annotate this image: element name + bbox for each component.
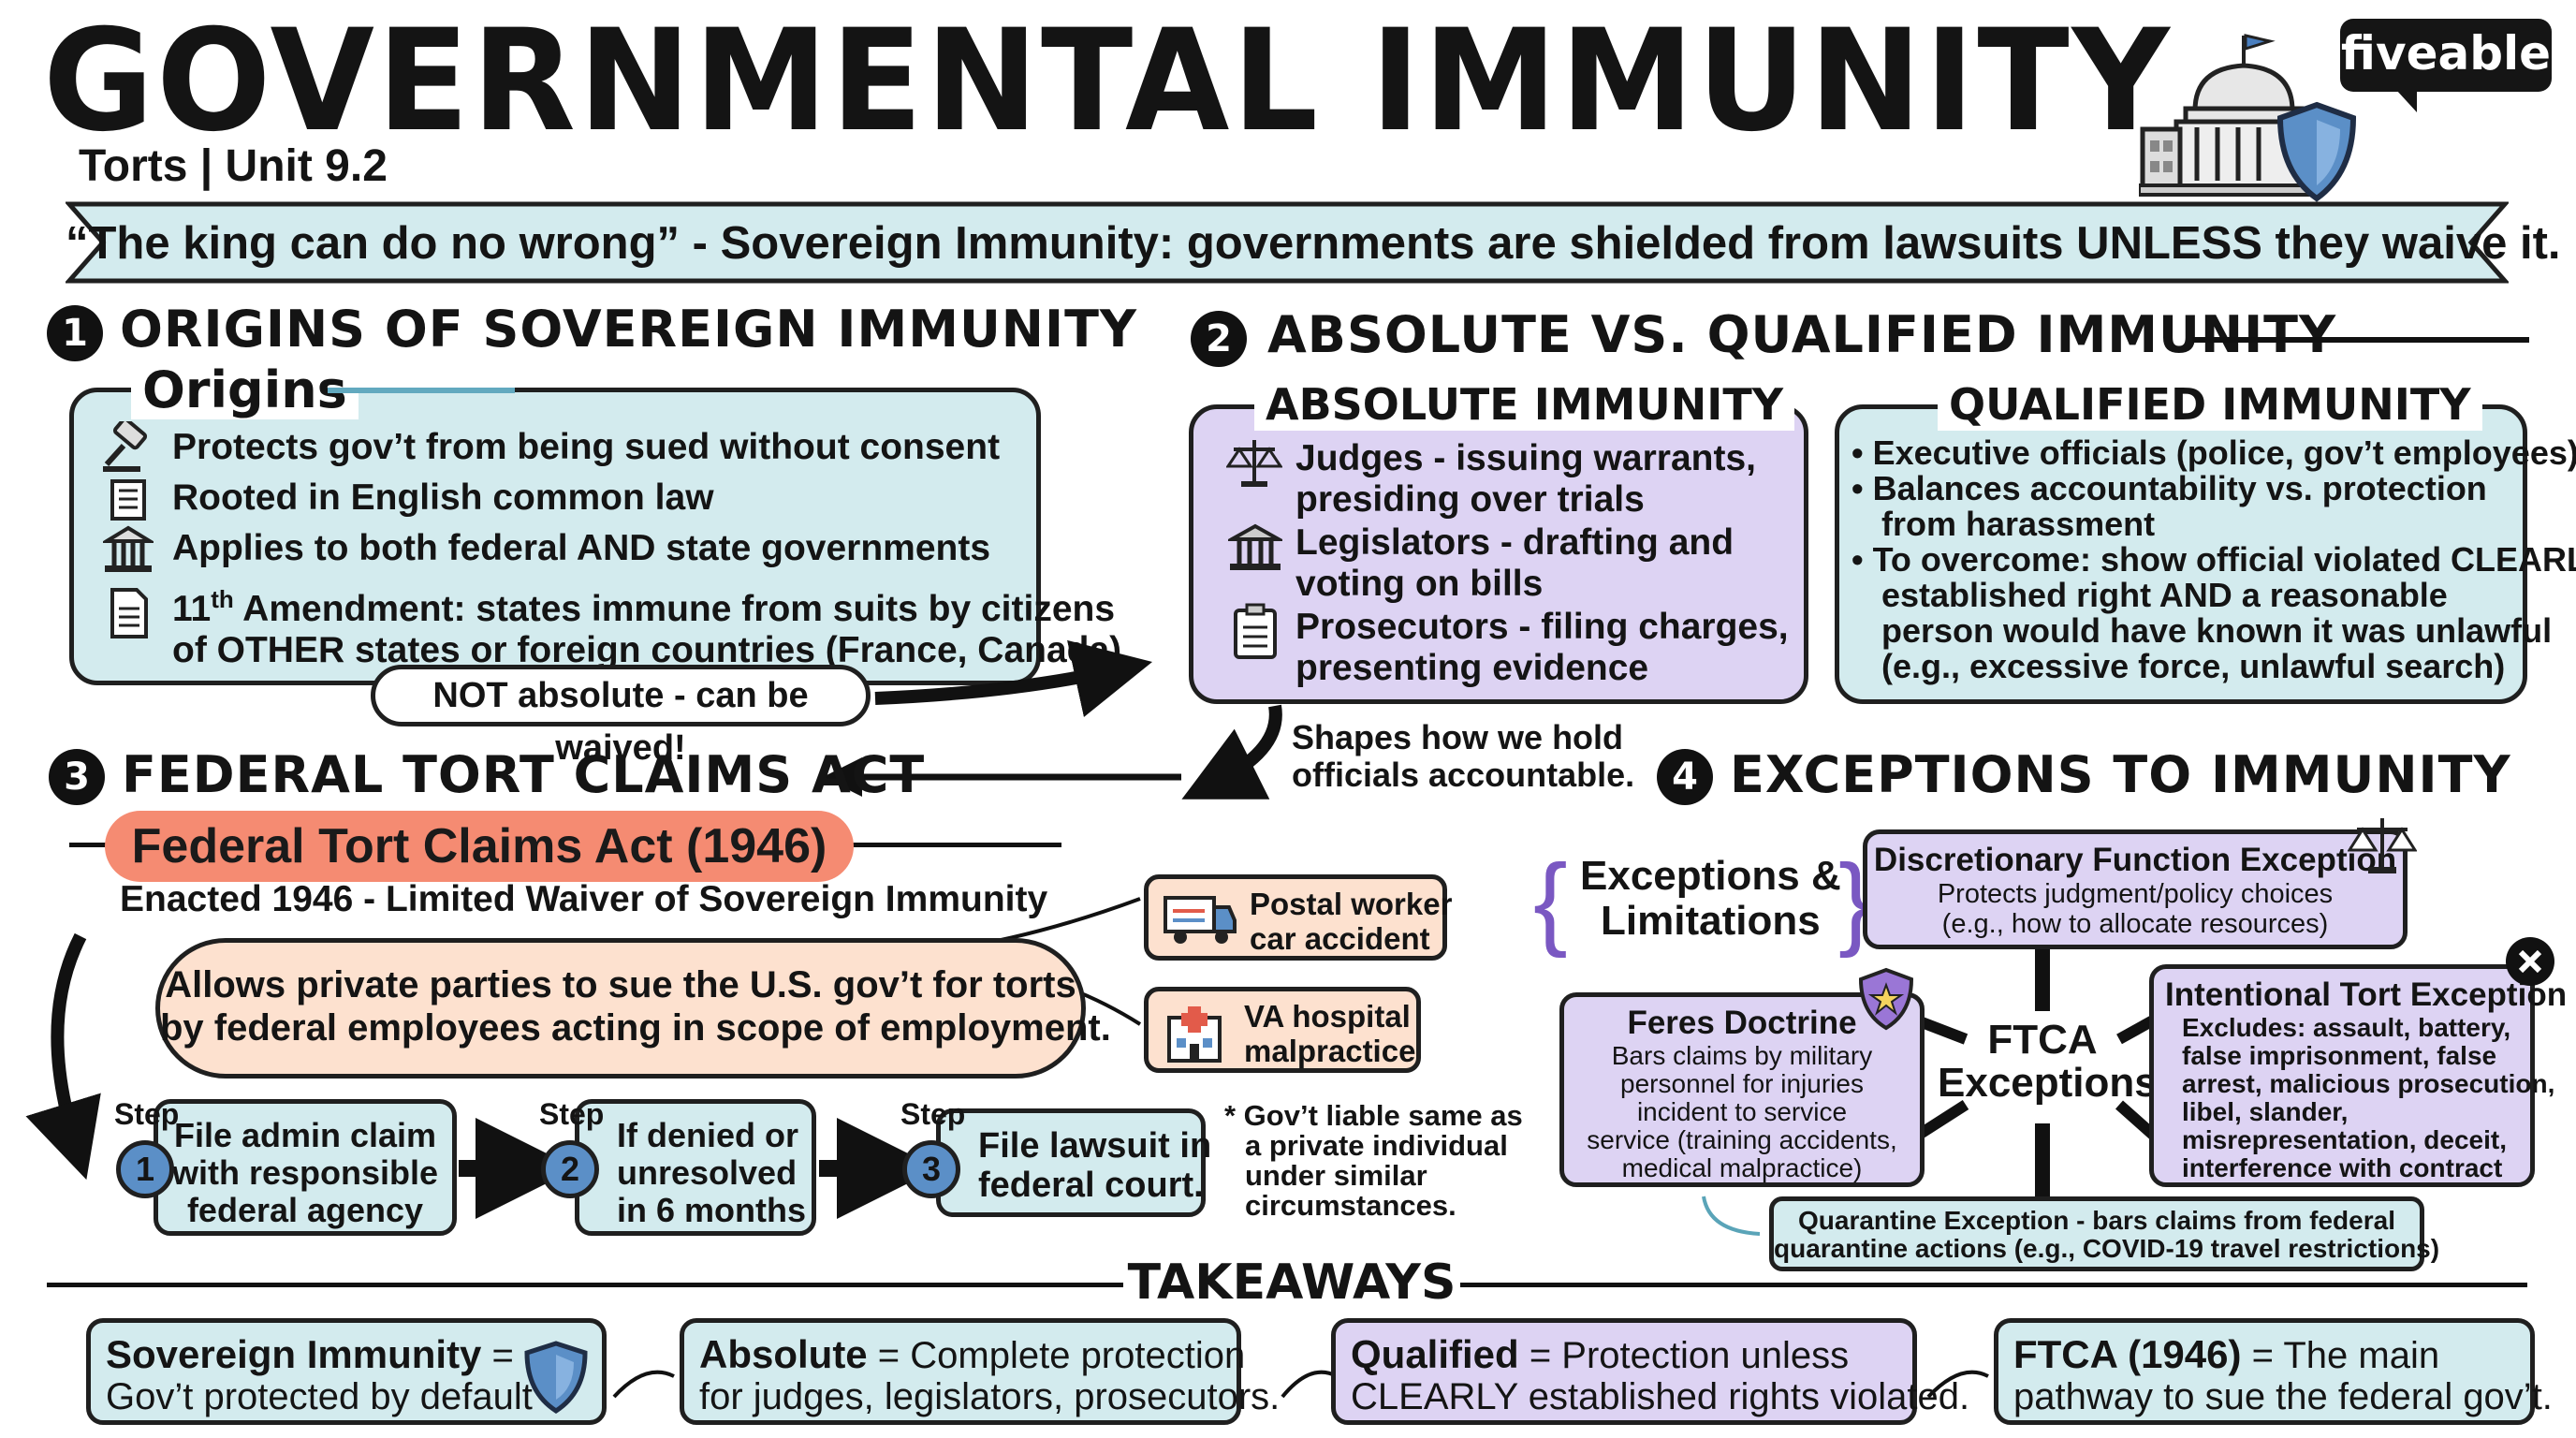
absolute-item-prosecutors: Prosecutors - filing charges, presenting…	[1295, 607, 1789, 688]
origins-box	[69, 388, 1041, 685]
origins-item-1: Protects gov’t from being sued without c…	[172, 427, 1001, 467]
example-va-hospital: VA hospital malpractice	[1144, 987, 1421, 1073]
ftca-cloud: Allows private parties to sue the U.S. g…	[155, 938, 1111, 1078]
absolute-item-judges: Judges - issuing warrants, presiding ove…	[1295, 438, 1756, 520]
takeaways-rule-right	[1460, 1283, 2527, 1287]
step-2-number: 2	[541, 1140, 599, 1198]
clipboard-icon	[1232, 603, 1279, 661]
step-3-box: File lawsuit in federal court.	[936, 1108, 1211, 1217]
intentional-tort-box: Intentional Tort Exception Excludes: ass…	[2149, 964, 2567, 1187]
section-3-title: FEDERAL TORT CLAIMS ACT	[122, 745, 926, 804]
fiveable-logo: fiveable	[2340, 19, 2552, 112]
liability-note: * Gov’t liable same as a private individ…	[1224, 1099, 1523, 1222]
section-4-title: EXCEPTIONS TO IMMUNITY	[1730, 745, 2511, 804]
accountability-note: Shapes how we hold officials accountable…	[1292, 718, 1635, 794]
document-icon	[107, 586, 152, 640]
gavel-icon	[101, 421, 154, 474]
hospital-icon	[1162, 1001, 1227, 1066]
qualified-list: • Executive officials (police, gov’t emp…	[1852, 433, 2576, 685]
takeaways-rule-left	[47, 1283, 1123, 1287]
step-1-number: 1	[116, 1140, 174, 1198]
shield-icon	[2275, 101, 2359, 204]
step-1-label: Step	[114, 1097, 180, 1131]
star-badge-icon	[1857, 966, 1915, 1032]
origins-item-3: Applies to both federal AND state govern…	[172, 528, 991, 568]
step-2-label: Step	[539, 1097, 605, 1131]
section-4-number: 4	[1657, 749, 1713, 805]
ftca-exceptions-center: FTCA Exceptions	[1938, 1017, 2158, 1106]
exceptions-brace-label: { Exceptions & Limitations }	[1533, 844, 1873, 959]
qualified-immunity-title: QUALIFIED IMMUNITY	[1938, 378, 2482, 431]
truck-icon	[1162, 892, 1238, 948]
section-3-number: 3	[49, 749, 105, 805]
step-3-label: Step	[900, 1097, 966, 1131]
section-1-number: 1	[47, 305, 103, 361]
step-3-number: 3	[902, 1140, 960, 1198]
step-2-box: If denied or unresolved in 6 months	[575, 1099, 816, 1236]
close-icon	[2503, 934, 2557, 989]
page-title: GOVERNMENTAL IMMUNITY	[43, 0, 2173, 163]
discretionary-function-box: Discretionary Function Exception Protect…	[1863, 829, 2408, 949]
ftca-pill: Federal Tort Claims Act (1946)	[105, 811, 854, 882]
scroll-icon	[105, 476, 152, 524]
absolute-immunity-title: ABSOLUTE IMMUNITY	[1254, 378, 1795, 431]
origins-item-4: 11th Amendment: states immune from suits…	[172, 585, 1122, 670]
page-subtitle: Torts | Unit 9.2	[79, 141, 388, 191]
feres-doctrine-box: Feres Doctrine Bars claims by military p…	[1559, 992, 1925, 1187]
scales-icon	[1226, 436, 1282, 489]
absolute-item-legislators: Legislators - drafting and voting on bil…	[1295, 522, 1734, 604]
ftca-enacted: Enacted 1946 - Limited Waiver of Soverei…	[120, 879, 1048, 919]
takeaway-card-2: Absolute = Complete protection for judge…	[680, 1318, 1280, 1425]
origins-title: Origins	[131, 361, 359, 419]
example-postal: Postal worker car accident	[1144, 874, 1452, 961]
courthouse-icon	[103, 524, 154, 575]
shield-icon-takeaway	[523, 1340, 589, 1415]
takeaway-card-4: FTCA (1946) = The main pathway to sue th…	[1994, 1318, 2553, 1425]
qualified-immunity-box	[1835, 404, 2527, 704]
section-2-rule	[2192, 337, 2529, 343]
takeaways-title: TAKEAWAYS	[1127, 1255, 1456, 1311]
step-1-box: File admin claim with responsible federa…	[154, 1099, 457, 1236]
section-2-number: 2	[1191, 311, 1247, 367]
takeaway-card-3: Qualified = Protection unless CLEARLY es…	[1331, 1318, 1969, 1425]
scales-icon-small	[2348, 814, 2417, 876]
capitol-small-icon	[1228, 522, 1282, 573]
section-2-title: ABSOLUTE VS. QUALIFIED IMMUNITY	[1267, 305, 2337, 364]
takeaway-card-1: Sovereign Immunity = Gov’t protected by …	[86, 1318, 607, 1425]
origins-item-2: Rooted in English common law	[172, 477, 714, 518]
banner: “The king can do no wrong” - Sovereign I…	[66, 200, 2561, 285]
section-1-title: ORIGINS OF SOVEREIGN IMMUNITY	[120, 300, 1138, 359]
quarantine-exception-box: Quarantine Exception - bars claims from …	[1769, 1196, 2439, 1271]
not-absolute-note: NOT absolute - can be waived!	[371, 665, 871, 768]
origins-underline	[328, 388, 515, 393]
